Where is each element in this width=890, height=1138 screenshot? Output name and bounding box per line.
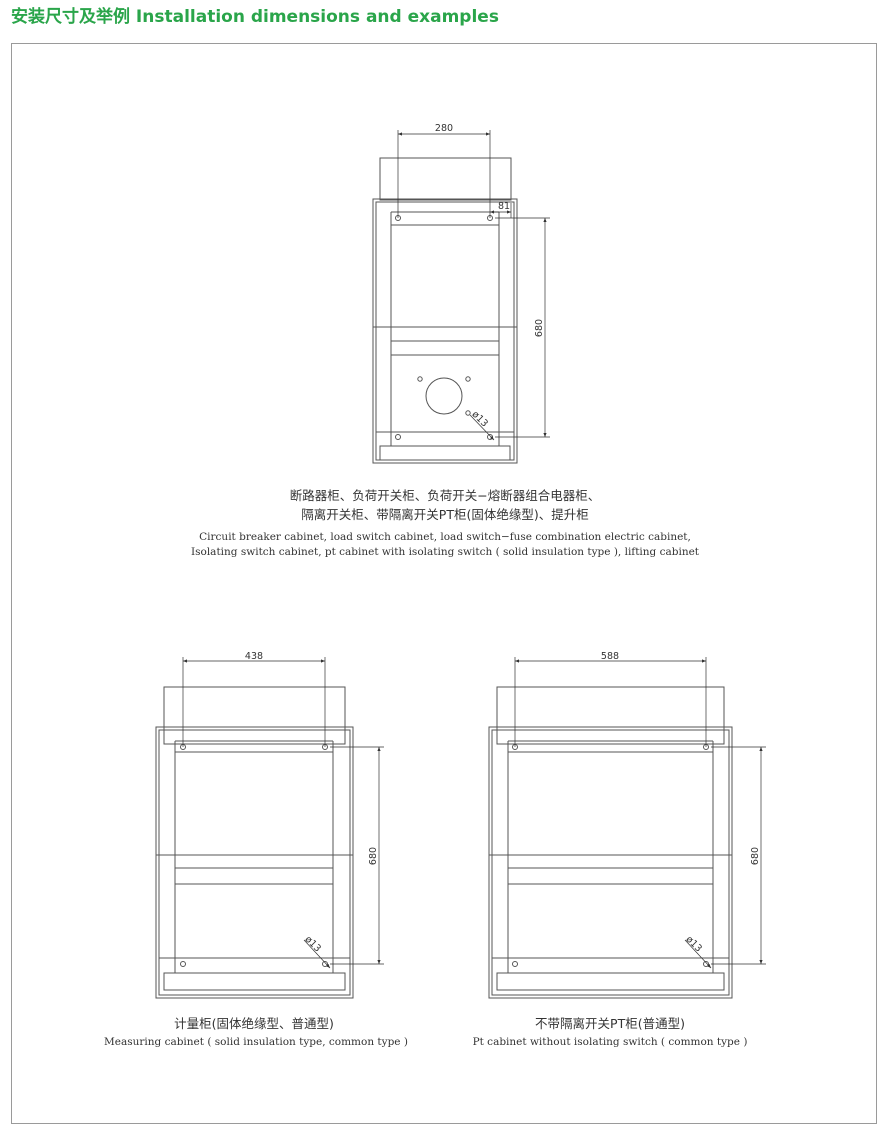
caption-en-line: Pt cabinet without isolating switch ( co… <box>472 1036 748 1048</box>
caption-2: 计量柜(固体绝缘型、普通型) Measuring cabinet ( solid… <box>104 1014 408 1050</box>
dim-hole-label: ø13 <box>303 934 323 954</box>
cabinet-diagram-1 <box>372 130 550 464</box>
caption-1: 断路器柜、负荷开关柜、负荷开关−熔断器组合电器柜、 隔离开关柜、带隔离开关PT柜… <box>170 486 720 560</box>
caption-en-line: Isolating switch cabinet, pt cabinet wit… <box>190 546 700 558</box>
caption-en-line: Circuit breaker cabinet, load switch cab… <box>199 531 691 543</box>
dim-hole-label: ø13 <box>684 934 704 954</box>
cabinet-diagram-3 <box>488 657 766 999</box>
caption-cn-line: 断路器柜、负荷开关柜、负荷开关−熔断器组合电器柜、 <box>289 488 601 503</box>
cabinet-diagram-2 <box>155 657 384 999</box>
dim-height-label: 680 <box>368 847 379 865</box>
cabinet-outer <box>155 726 354 999</box>
caption-3: 不带隔离开关PT柜(普通型) Pt cabinet without isolat… <box>460 1014 760 1050</box>
drawing-frame <box>11 43 877 1124</box>
top-cap <box>379 157 512 201</box>
cable-hole <box>425 377 463 415</box>
dim-height-label: 680 <box>750 847 761 865</box>
caption-cn-line: 隔离开关柜、带隔离开关PT柜(固体绝缘型)、提升柜 <box>301 507 589 522</box>
dim-height-label: 680 <box>534 319 545 337</box>
page-title: 安装尺寸及举例 Installation dimensions and exam… <box>11 7 499 27</box>
top-cap <box>496 686 725 745</box>
dim-width-label: 438 <box>245 651 263 662</box>
cabinet-outer <box>488 726 733 999</box>
caption-en-line: Measuring cabinet ( solid insulation typ… <box>104 1036 408 1048</box>
dim-width-label: 280 <box>435 123 453 134</box>
cabinet-outer <box>372 198 518 464</box>
dim-hole-label: ø13 <box>470 409 490 429</box>
mounting-hole <box>180 961 186 967</box>
mounting-hole <box>395 434 401 440</box>
caption-cn-line: 计量柜(固体绝缘型、普通型) <box>174 1016 334 1031</box>
dim-width-label: 588 <box>601 651 619 662</box>
mounting-hole <box>487 434 493 440</box>
top-cap <box>163 686 346 745</box>
mounting-hole <box>512 961 518 967</box>
caption-cn-line: 不带隔离开关PT柜(普通型) <box>535 1016 685 1031</box>
dim-side-label: 81 <box>498 201 510 212</box>
